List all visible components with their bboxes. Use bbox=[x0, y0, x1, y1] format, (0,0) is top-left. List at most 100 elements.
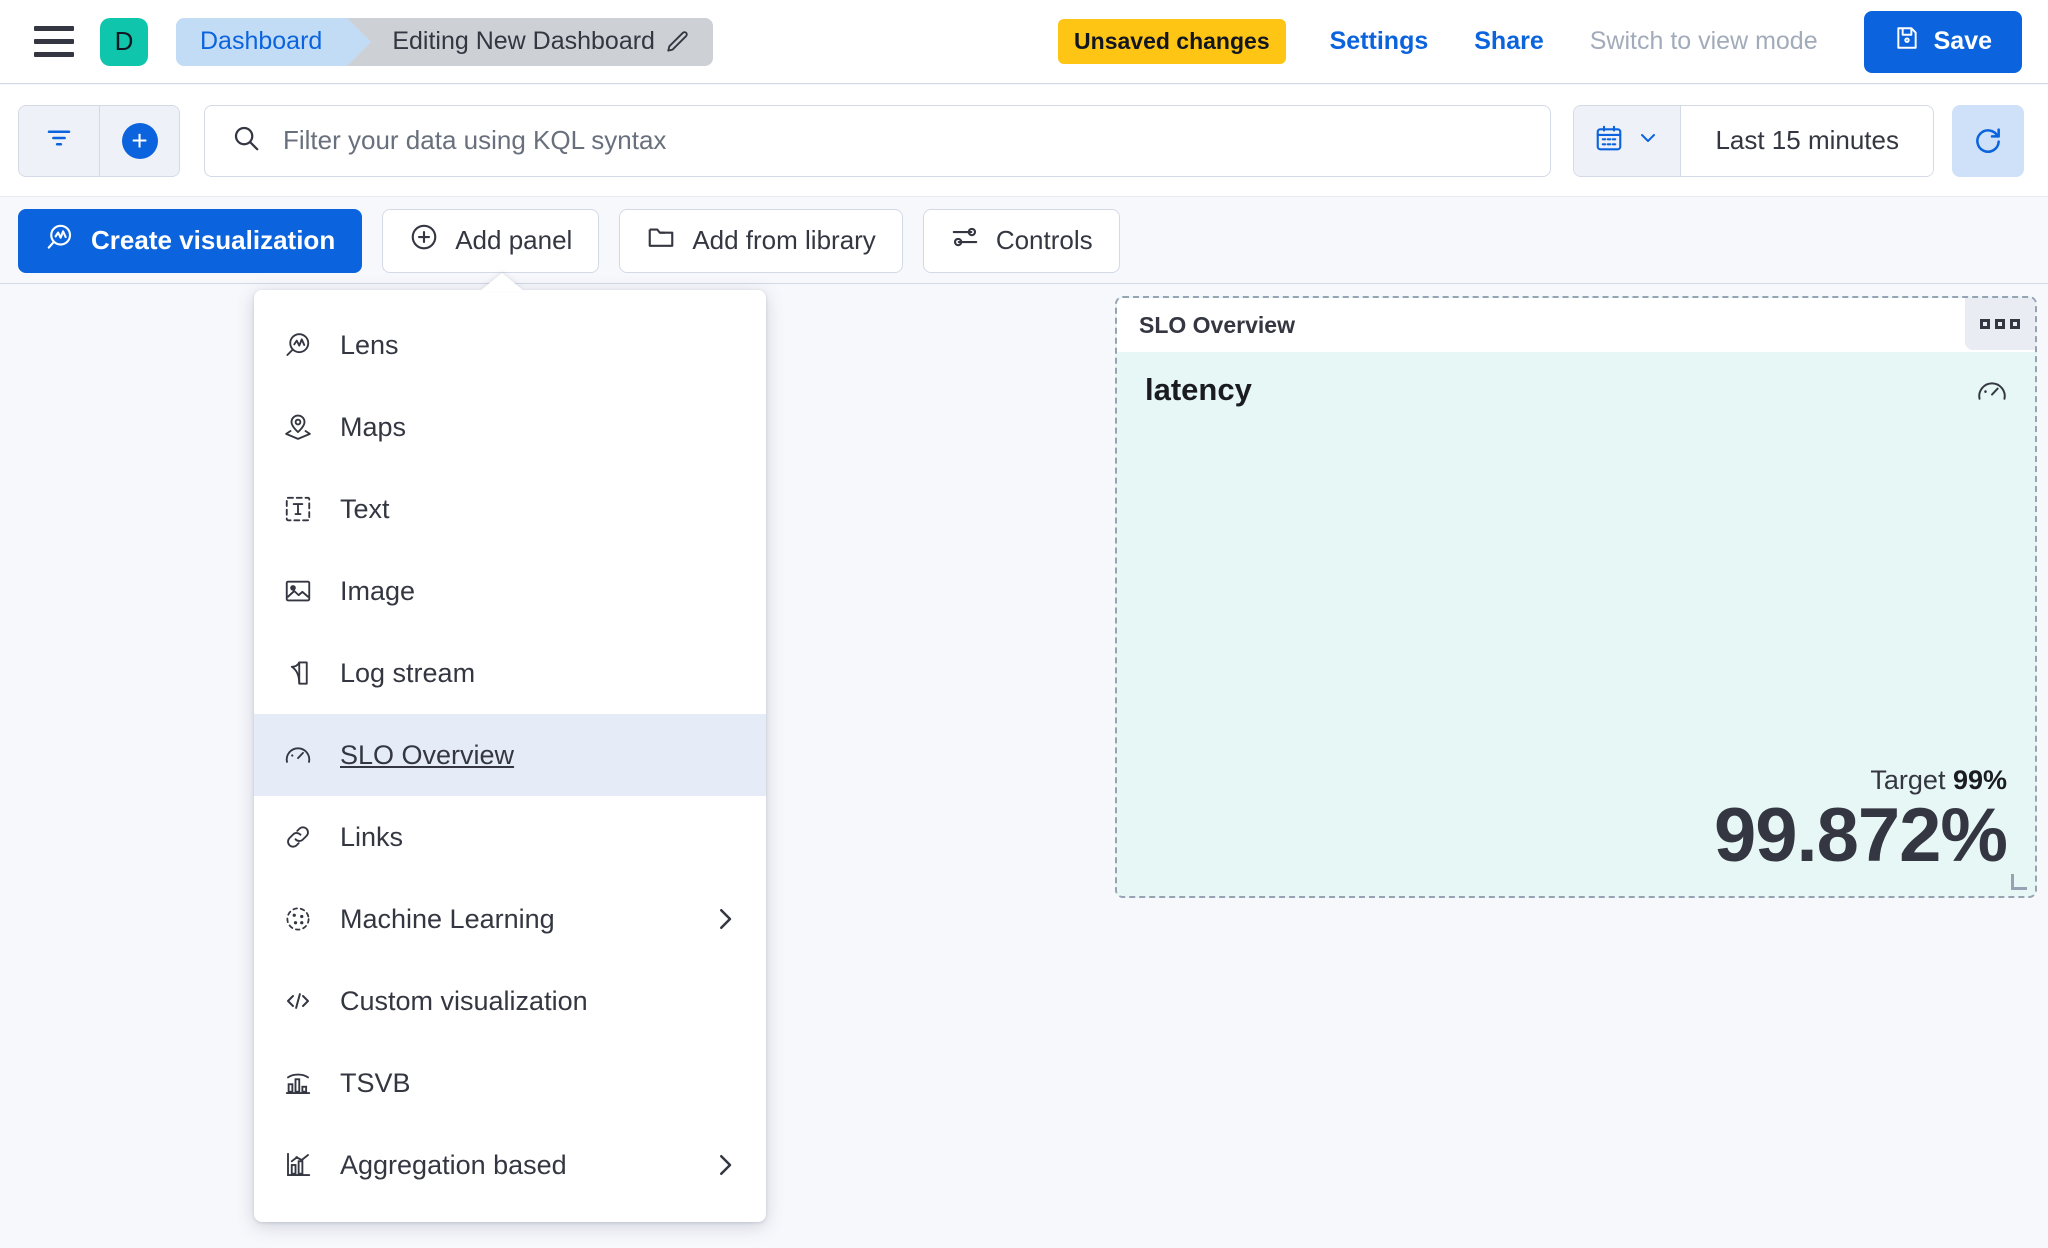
editor-toolbar: Create visualization Add panel Add from … bbox=[0, 198, 2048, 284]
menu-item-text[interactable]: Text bbox=[254, 468, 766, 550]
breadcrumb-item-editing[interactable]: Editing New Dashboard bbox=[348, 17, 713, 66]
log-stream-icon bbox=[282, 657, 314, 689]
add-filter-button[interactable]: + bbox=[99, 105, 179, 176]
tsvb-chart-icon bbox=[282, 1067, 314, 1099]
filter-button-group: + bbox=[18, 104, 180, 177]
breadcrumb-item-dashboard[interactable]: Dashboard bbox=[176, 17, 372, 66]
controls-sliders-icon bbox=[950, 222, 980, 259]
menu-item-label: SLO Overview bbox=[340, 739, 515, 770]
menu-item-label: Aggregation based bbox=[340, 1149, 567, 1180]
panel-title: SLO Overview bbox=[1139, 311, 1295, 338]
controls-button[interactable]: Controls bbox=[922, 208, 1120, 273]
create-visualization-button[interactable]: Create visualization bbox=[18, 208, 363, 273]
slo-target: Target 99% bbox=[1145, 765, 2007, 796]
avatar-letter: D bbox=[114, 26, 134, 56]
panel-body: latency Target 99% 99.872% bbox=[1117, 352, 2035, 896]
menu-item-label: Log stream bbox=[340, 657, 476, 688]
slo-target-prefix: Target bbox=[1870, 765, 1953, 795]
popover-arrow bbox=[480, 273, 524, 291]
menu-item-lens[interactable]: Lens bbox=[254, 304, 766, 386]
chevron-right-icon bbox=[710, 1150, 740, 1180]
menu-item-label: Text bbox=[340, 493, 390, 524]
share-link[interactable]: Share bbox=[1474, 27, 1544, 55]
pencil-icon[interactable] bbox=[665, 29, 691, 55]
menu-item-aggregation-based[interactable]: Aggregation based bbox=[254, 1124, 766, 1206]
panel-resize-handle[interactable] bbox=[2011, 874, 2027, 890]
save-button[interactable]: Save bbox=[1863, 10, 2022, 73]
menu-item-label: Image bbox=[340, 575, 416, 606]
settings-link[interactable]: Settings bbox=[1329, 27, 1429, 55]
aggregation-chart-icon bbox=[282, 1149, 314, 1181]
add-panel-menu: Lens Maps Text bbox=[254, 273, 766, 1222]
folder-icon bbox=[646, 222, 676, 259]
search-input-wrapper[interactable] bbox=[204, 104, 1552, 177]
three-squares-icon bbox=[2010, 319, 2020, 329]
lens-icon bbox=[45, 222, 75, 259]
breadcrumb-dashboard-label: Dashboard bbox=[200, 27, 323, 55]
chevron-right-icon bbox=[710, 904, 740, 934]
slo-overview-panel[interactable]: SLO Overview latency Target 99% bbox=[1115, 296, 2037, 898]
plus-circle-icon: + bbox=[121, 122, 158, 159]
breadcrumb: Dashboard Editing New Dashboard bbox=[176, 17, 713, 66]
slo-current-value: 99.872% bbox=[1713, 793, 2008, 878]
date-range-value[interactable]: Last 15 minutes bbox=[1681, 105, 1933, 176]
menu-item-label: Custom visualization bbox=[340, 985, 588, 1016]
controls-label: Controls bbox=[995, 225, 1093, 255]
maps-pin-icon bbox=[282, 411, 314, 443]
plus-circle-outline-icon bbox=[409, 222, 439, 259]
top-header-bar: D Dashboard Editing New Dashboard Unsave… bbox=[0, 0, 2048, 84]
query-bar: + bbox=[0, 85, 2048, 197]
menu-item-machine-learning[interactable]: Machine Learning bbox=[254, 878, 766, 960]
menu-item-image[interactable]: Image bbox=[254, 550, 766, 632]
add-from-library-label: Add from library bbox=[692, 225, 876, 255]
add-panel-button[interactable]: Add panel bbox=[382, 208, 600, 273]
search-input[interactable] bbox=[283, 125, 1525, 156]
three-squares-icon bbox=[1995, 319, 2005, 329]
menu-item-log-stream[interactable]: Log stream bbox=[254, 632, 766, 714]
chevron-down-icon bbox=[1636, 126, 1660, 155]
search-icon bbox=[231, 123, 261, 158]
filter-icon bbox=[44, 123, 74, 158]
menu-item-label: Lens bbox=[340, 329, 399, 360]
machine-learning-icon bbox=[282, 903, 314, 935]
menu-item-label: Machine Learning bbox=[340, 903, 555, 934]
slo-target-value: 99% bbox=[1952, 765, 2007, 795]
menu-item-slo-overview[interactable]: SLO Overview bbox=[254, 714, 766, 796]
slo-metrics: Target 99% 99.872% bbox=[1145, 765, 2008, 878]
header-actions: Unsaved changes Settings Share Switch to… bbox=[1058, 10, 2022, 73]
link-icon bbox=[282, 821, 314, 853]
filter-options-button[interactable] bbox=[19, 105, 99, 176]
lens-icon bbox=[282, 329, 314, 361]
text-box-icon bbox=[282, 493, 314, 525]
add-from-library-button[interactable]: Add from library bbox=[619, 208, 903, 273]
slo-name: latency bbox=[1145, 372, 1252, 407]
image-icon bbox=[282, 575, 314, 607]
status-badge-unsaved[interactable]: Unsaved changes bbox=[1058, 19, 1286, 64]
hamburger-menu-icon[interactable] bbox=[34, 23, 78, 61]
breadcrumb-editing-label: Editing New Dashboard bbox=[392, 27, 655, 55]
add-panel-label: Add panel bbox=[455, 225, 573, 255]
menu-item-links[interactable]: Links bbox=[254, 796, 766, 878]
menu-item-label: TSVB bbox=[340, 1067, 411, 1098]
refresh-icon bbox=[1972, 123, 2004, 158]
refresh-button[interactable] bbox=[1952, 104, 2024, 177]
create-visualization-label: Create visualization bbox=[91, 225, 336, 255]
panel-header: SLO Overview bbox=[1117, 298, 2035, 352]
panel-context-menu-button[interactable] bbox=[1965, 298, 2035, 350]
save-disk-icon bbox=[1894, 25, 1920, 58]
save-button-label: Save bbox=[1933, 27, 1992, 55]
calendar-icon bbox=[1594, 123, 1624, 158]
three-squares-icon bbox=[1980, 319, 1990, 329]
date-range-picker: Last 15 minutes bbox=[1573, 104, 1934, 177]
code-icon bbox=[282, 985, 314, 1017]
date-quick-select-button[interactable] bbox=[1574, 105, 1682, 176]
menu-item-maps[interactable]: Maps bbox=[254, 386, 766, 468]
avatar[interactable]: D bbox=[100, 17, 148, 66]
menu-item-custom-visualization[interactable]: Custom visualization bbox=[254, 960, 766, 1042]
menu-item-label: Links bbox=[340, 821, 404, 852]
menu-item-tsvb[interactable]: TSVB bbox=[254, 1042, 766, 1124]
gauge-icon bbox=[282, 739, 314, 771]
switch-to-view-mode-link[interactable]: Switch to view mode bbox=[1589, 27, 1818, 55]
menu-item-label: Maps bbox=[340, 411, 407, 442]
